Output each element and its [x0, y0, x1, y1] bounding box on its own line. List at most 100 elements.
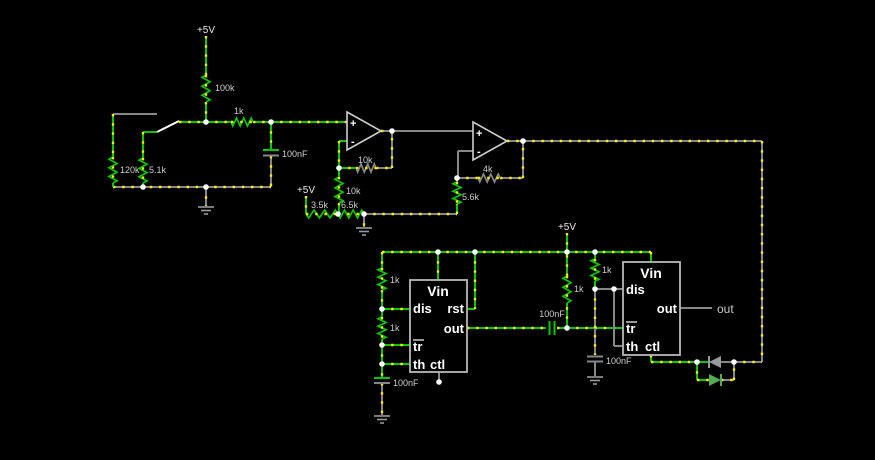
resistor-1k-timer1-b[interactable]: 1k [375, 316, 400, 340]
junction-dots-segment [335, 211, 341, 217]
net-timer1-left[interactable] [380, 290, 410, 415]
diode-up[interactable] [708, 356, 721, 368]
capacitor-timer2-100nF[interactable]: 100nF [587, 355, 632, 366]
resistor-5.6k[interactable]: 5.6k [450, 181, 480, 205]
net-timer2-pins[interactable] [649, 252, 712, 364]
resistor-1k-input[interactable]: 1k [230, 106, 254, 129]
opamp-plus-label: + [476, 128, 482, 140]
timer-chip-2[interactable]: Vin dis out tr th ctl [622, 261, 681, 356]
capacitor-coupling-100nF[interactable]: 100nF [539, 309, 565, 335]
junction-dots-segment [520, 138, 526, 144]
capacitor-value-label: 100nF [606, 356, 632, 366]
chip-ctl-label: ctl [430, 357, 445, 372]
junction-dots [140, 119, 737, 385]
resistor-100k-segment[interactable] [200, 74, 212, 103]
junction-dots-segment [694, 359, 700, 365]
resistor-value-label: 10k [358, 155, 373, 165]
timer-chip-1[interactable]: Vin dis rst out tr th ctl [409, 279, 468, 373]
resistor-120k-segment[interactable] [107, 156, 119, 184]
net-120k-branch[interactable] [111, 113, 157, 187]
resistor-value-label: 1k [574, 284, 584, 294]
spdt-switch-segment[interactable] [156, 120, 180, 133]
timer-chip-1-segment[interactable] [409, 279, 468, 373]
resistor-5.1k-segment[interactable] [137, 157, 149, 184]
spdt-switch[interactable] [156, 120, 180, 133]
diode-up-segment[interactable] [709, 356, 721, 368]
resistor-1k-pullup[interactable]: 1k [561, 275, 584, 304]
resistor-value-label: 120k [120, 165, 140, 175]
resistor-6.5k[interactable]: 6.5k [337, 200, 365, 220]
resistor-value-label: 1k [602, 265, 612, 275]
resistor-1k-timer2[interactable]: 1k [588, 258, 612, 282]
ground-timer2[interactable] [587, 376, 603, 385]
chip-tr-label: tr [626, 321, 635, 336]
resistor-value-label: 100k [215, 83, 235, 93]
resistor-value-label: 3.5k [311, 200, 329, 210]
opamp-2-segment[interactable] [472, 120, 509, 162]
net-diode-loop[interactable] [695, 360, 762, 382]
net-left-ground-rail[interactable] [113, 156, 273, 206]
net-divider-rail[interactable] [304, 196, 457, 227]
junction-dots-segment [389, 128, 395, 134]
resistor-value-label: 1k [390, 275, 400, 285]
supply-label-3[interactable]: +5V [558, 222, 576, 233]
resistor-4k-feedback[interactable]: 4k [477, 164, 501, 185]
net-opamp2-output[interactable] [523, 139, 764, 362]
opamp-minus-label: - [477, 146, 481, 158]
opamp-2[interactable]: + - [472, 120, 509, 162]
timer-chip-2-segment[interactable] [622, 261, 681, 356]
ground-left[interactable] [198, 206, 214, 215]
resistor-value-label: 4k [483, 164, 493, 174]
junction-dots-segment [592, 286, 598, 292]
opamp-plus-label: + [350, 118, 356, 130]
chip-vin-label: Vin [640, 265, 662, 281]
junction-dots-segment [564, 249, 570, 255]
junction-dots-segment [336, 165, 342, 171]
resistor-value-label: 10k [346, 186, 361, 196]
resistor-120k[interactable]: 120k [107, 156, 140, 184]
resistor-value-label: 1k [234, 106, 244, 116]
resistor-10k-divider[interactable]: 10k [333, 176, 361, 204]
supply-label-2[interactable]: +5V [297, 185, 315, 196]
resistor-6.5k-segment[interactable] [337, 208, 365, 220]
resistor-1k-timer1-a[interactable]: 1k [375, 267, 400, 291]
supply-label-1[interactable]: +5V [197, 25, 215, 36]
junction-dots-segment [379, 361, 385, 367]
junction-dots-segment [472, 249, 478, 255]
chip-th-label: th [626, 339, 638, 354]
resistor-10k-divider-segment[interactable] [333, 176, 345, 204]
chip-dis-label: dis [626, 282, 645, 297]
resistor-100k[interactable]: 100k [200, 74, 235, 103]
chip-rst-label: rst [447, 301, 464, 316]
resistor-value-label: 6.5k [341, 200, 359, 210]
chip-out-label: out [444, 321, 465, 336]
net-top-rail[interactable] [380, 233, 651, 268]
resistor-5.1k[interactable]: 5.1k [137, 157, 167, 184]
junction-dots-segment [435, 249, 441, 255]
resistor-3.5k[interactable]: 3.5k [305, 200, 339, 220]
resistor-3.5k-segment[interactable] [305, 208, 339, 220]
output-net-label[interactable]: out [717, 302, 734, 316]
opamp-1-segment[interactable] [346, 110, 383, 152]
opamp-minus-label: - [351, 136, 355, 148]
capacitor-input-100nF[interactable]: 100nF [263, 149, 308, 159]
net-opamp2-feedback[interactable] [455, 139, 525, 214]
net-supply-left[interactable] [204, 36, 347, 150]
junction-dots-segment [592, 249, 598, 255]
opamp-1[interactable]: + - [346, 110, 383, 152]
resistor-10k-feedback[interactable]: 10k [355, 155, 377, 175]
ground-divider[interactable] [356, 227, 372, 236]
net-5k1-branch[interactable] [141, 120, 206, 187]
net-timer1-pins[interactable] [436, 252, 546, 381]
diode-down[interactable] [709, 374, 722, 386]
chip-dis-label: dis [413, 301, 432, 316]
junction-dots-segment [379, 306, 385, 312]
diode-down-segment[interactable] [709, 374, 721, 386]
resistor-value-label: 5.6k [462, 192, 480, 202]
capacitor-timer1-100nF[interactable]: 100nF [374, 377, 419, 388]
chip-out-label: out [657, 301, 678, 316]
ground-timer1[interactable] [374, 415, 390, 424]
resistor-1k-pullup-segment[interactable] [561, 275, 573, 304]
